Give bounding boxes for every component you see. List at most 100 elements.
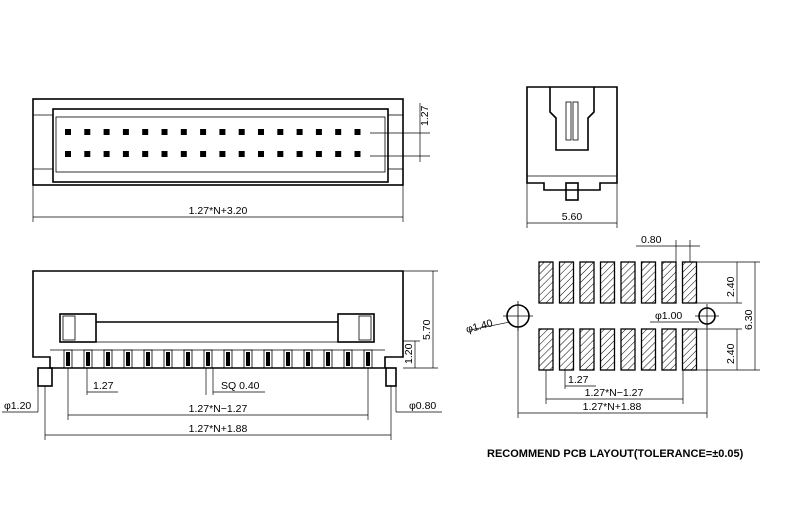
solder-tail-core: [126, 352, 130, 366]
front-length-label: 1.27*N+3.20: [189, 205, 248, 217]
solder-tail-core: [206, 352, 210, 366]
contact-pin: [65, 129, 71, 135]
pcb-pad: [558, 328, 575, 371]
solder-tail-core: [366, 352, 370, 366]
contact-pin: [161, 151, 168, 157]
left-peg: [37, 367, 53, 387]
solder-tail: [243, 349, 253, 369]
pcb-pad: [661, 328, 677, 371]
pcb-pad: [640, 261, 657, 304]
contact-pin: [180, 151, 187, 157]
contact-pin: [103, 129, 110, 135]
front-outer-body: [32, 98, 404, 186]
pcb-hole-right-label: φ1.00: [655, 310, 682, 322]
bottom-body-outline: [32, 270, 404, 369]
solder-tail: [183, 349, 193, 369]
left-peg-label: φ1.20: [4, 400, 31, 412]
bottom-right-latch: [337, 313, 375, 343]
side-post: [565, 182, 579, 201]
pcb-pad: [579, 261, 595, 304]
solder-tail: [123, 349, 133, 369]
pcb-pad: [538, 328, 554, 371]
contact-pin: [315, 151, 322, 157]
contact-pin: [258, 129, 264, 135]
pcb-pad: [558, 261, 575, 304]
bottom-inner-label: 1.27*N−1.27: [189, 403, 248, 415]
pcb-pitch-label: 1.27: [568, 374, 589, 386]
contact-pin: [219, 151, 226, 157]
pcb-pad-width-label: 0.80: [641, 234, 662, 246]
front-pin-grid: [65, 129, 361, 157]
side-slot: [549, 87, 595, 151]
pcb-pad: [681, 261, 698, 304]
side-width-label: 5.60: [562, 211, 583, 223]
pcb-pad-len-bottom-label: 2.40: [725, 343, 737, 364]
pcb-pad: [620, 261, 636, 304]
contact-pin: [84, 151, 91, 157]
contact-pin: [122, 129, 129, 135]
contact-pin: [277, 151, 284, 157]
contact-pin: [200, 151, 207, 157]
pcb-layout: φ1.40 φ1.00 0.80 2.40 2.40 6.30 1.27 1.2…: [465, 234, 760, 460]
bottom-latch-detail: [358, 315, 372, 341]
bottom-standoff-label: 1.20: [403, 343, 415, 364]
contact-pin: [296, 129, 303, 135]
solder-tail-core: [346, 352, 350, 366]
solder-tail: [163, 349, 173, 369]
bottom-sq-label: SQ 0.40: [221, 380, 260, 392]
solder-tail-core: [66, 352, 70, 366]
pcb-pad: [579, 328, 595, 371]
solder-tail-core: [166, 352, 170, 366]
side-contact: [572, 101, 579, 141]
solder-tail-core: [86, 352, 90, 366]
pcb-layout-title: RECOMMEND PCB LAYOUT(TOLERANCE=±0.05): [487, 448, 744, 460]
solder-tail-core: [186, 352, 190, 366]
contact-pin: [354, 129, 361, 135]
solder-tail: [143, 349, 153, 369]
solder-tail: [323, 349, 333, 369]
pcb-inner-label: 1.27*N−1.27: [585, 387, 644, 399]
contact-pin: [122, 151, 129, 157]
pcb-pad: [681, 328, 698, 371]
pcb-pad: [599, 261, 616, 304]
pcb-outer-label: 1.27*N+1.88: [583, 401, 642, 413]
solder-tail-core: [266, 352, 270, 366]
pcb-pad-grid: [538, 261, 698, 371]
right-peg-label: φ0.80: [409, 400, 436, 412]
solder-tail: [303, 349, 313, 369]
pcb-pad-len-top-label: 2.40: [725, 276, 737, 297]
contact-pin: [354, 151, 361, 157]
bottom-pitch-label: 1.27: [93, 380, 114, 392]
solder-tail: [203, 349, 213, 369]
contact-pin: [238, 151, 245, 157]
contact-pin: [103, 151, 110, 157]
side-body-outline: [526, 86, 618, 191]
contact-pin: [84, 129, 91, 135]
bottom-outer-label: 1.27*N+1.88: [189, 423, 248, 435]
bottom-view: 5.70 1.20 1.27 SQ 0.40 φ1.20 φ0.80 1.27*…: [2, 270, 442, 440]
solder-tail-core: [146, 352, 150, 366]
contact-pin: [296, 151, 303, 157]
pcb-pad: [661, 261, 677, 304]
front-inner-frame: [52, 108, 389, 183]
solder-tail-core: [286, 352, 290, 366]
contact-pin: [335, 129, 342, 135]
solder-tail-core: [326, 352, 330, 366]
pcb-pad: [620, 328, 636, 371]
right-peg: [385, 367, 397, 387]
front-pitch-label: 1.27: [419, 105, 431, 126]
side-view: 5.60: [526, 86, 618, 228]
side-contact: [565, 101, 572, 141]
contact-pin: [219, 129, 226, 135]
solder-tail-core: [226, 352, 230, 366]
pcb-pad: [599, 328, 616, 371]
solder-tail: [343, 349, 353, 369]
contact-pin: [142, 151, 149, 157]
solder-tail: [283, 349, 293, 369]
bottom-latch-detail: [62, 315, 76, 341]
contact-pin: [142, 129, 149, 135]
front-pin-cavity: [55, 116, 386, 173]
contact-pin: [258, 151, 264, 157]
